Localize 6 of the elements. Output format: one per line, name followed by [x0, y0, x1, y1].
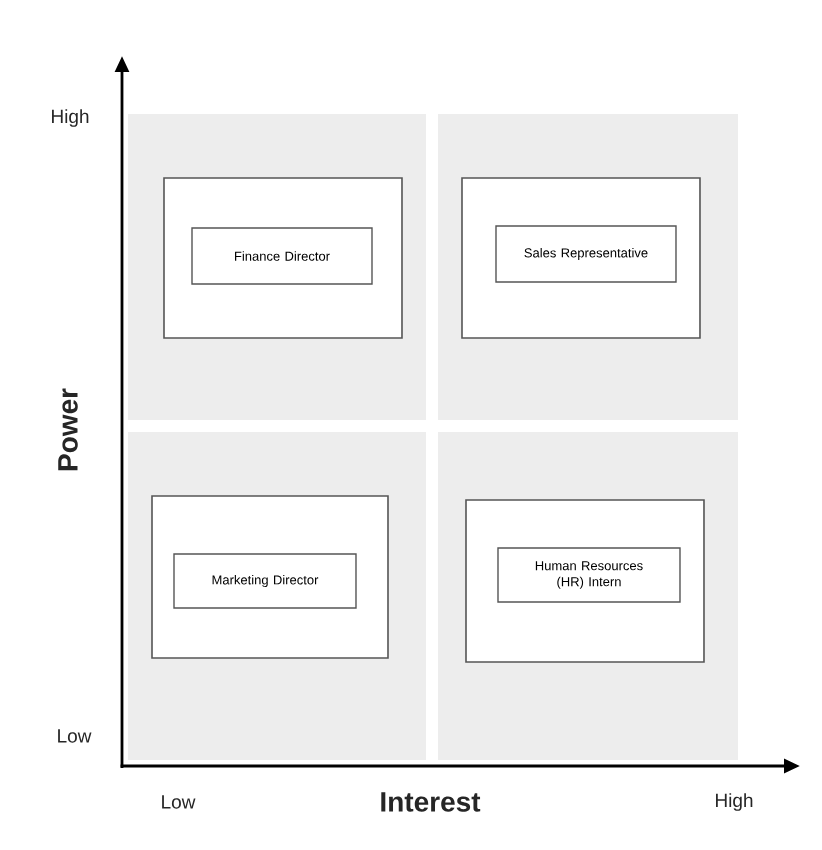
axis-label: Low: [58, 729, 92, 743]
axis-title: Interest: [381, 792, 481, 812]
axis-label: Low: [162, 795, 196, 809]
axis-title: Power: [58, 388, 78, 471]
axis-label: High: [52, 109, 89, 127]
axis-label: High: [716, 793, 753, 811]
